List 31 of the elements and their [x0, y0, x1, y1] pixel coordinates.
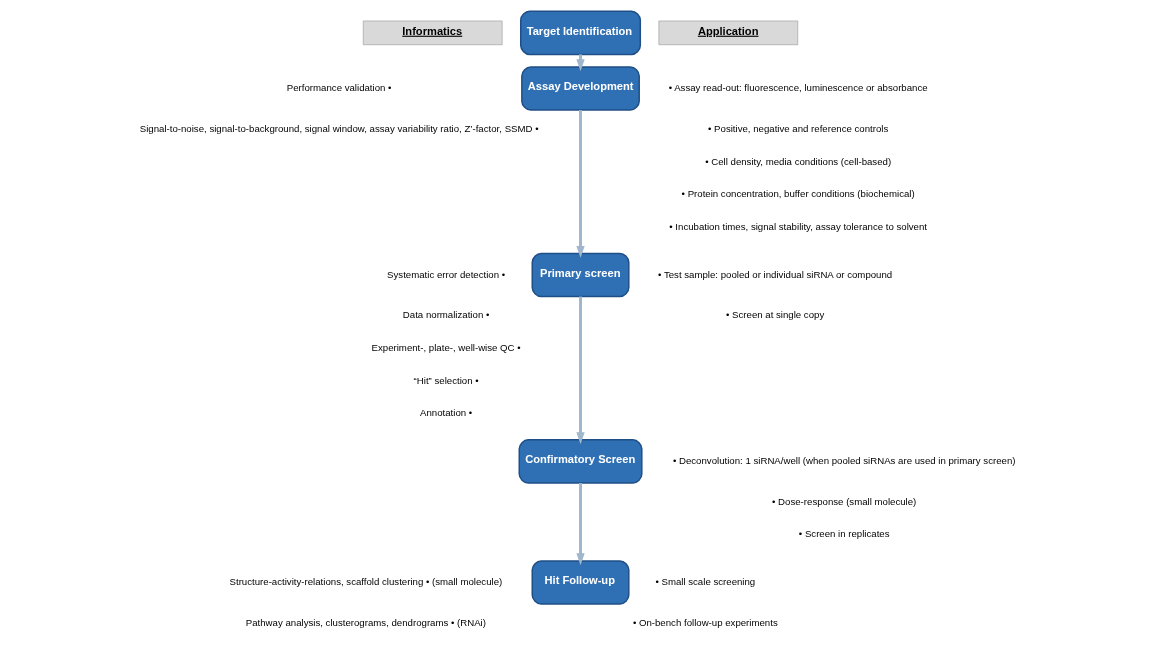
label: • Positive, negative and reference controls	[707, 122, 888, 134]
label: Performance validation •	[286, 82, 391, 94]
label: • Cell density, media conditions (cell-based)	[704, 155, 891, 167]
label: Annotation •	[419, 407, 472, 419]
label: • Test sample: pooled or individual siRNA or compound	[657, 268, 892, 280]
arrow	[575, 483, 585, 566]
node-box: Confirmatory Screen	[518, 439, 643, 484]
label: Structure-activity-relations, scaffold clustering • (small molecule)	[229, 576, 502, 587]
label: Systematic error detection •	[386, 268, 505, 280]
label: • Screen at single copy	[725, 309, 824, 321]
arrow	[575, 296, 585, 445]
label: • On-bench follow-up experiments	[632, 616, 778, 628]
label: • Deconvolution: 1 siRNA/well (when pooled siRNAs are used in primary screen)	[672, 454, 1015, 466]
node-box: Hit Follow-up	[531, 560, 630, 605]
label: Pathway analysis, clusterograms, dendrograms • (RNAi)	[245, 616, 486, 628]
label: • Screen in replicates	[798, 528, 890, 540]
arrow	[575, 110, 585, 258]
label: Signal-to-noise, signal-to-background, signal window, assay variability ratio, Z’-factor, SSMD •	[139, 122, 539, 134]
label: Data normalization •	[402, 309, 489, 321]
label: • Incubation times, signal stability, assay tolerance to solvent	[668, 220, 927, 232]
label: • Assay read-out: fluorescence, luminescence or absorbance	[668, 82, 928, 94]
label: • Protein concentration, buffer conditions (biochemical)	[681, 188, 915, 200]
label: • Dose-response (small molecule)	[771, 495, 916, 507]
label: Experiment-, plate-, well-wise QC •	[371, 342, 521, 354]
node-box: Informatics	[362, 20, 503, 46]
node-box: Primary screen	[531, 252, 630, 298]
node-box: Target Identification	[519, 10, 641, 56]
node-box: Application	[658, 20, 798, 46]
node-box: Assay Development	[520, 66, 640, 111]
label: “Hit” selection •	[413, 374, 479, 386]
label: • Small scale screening	[654, 576, 755, 587]
